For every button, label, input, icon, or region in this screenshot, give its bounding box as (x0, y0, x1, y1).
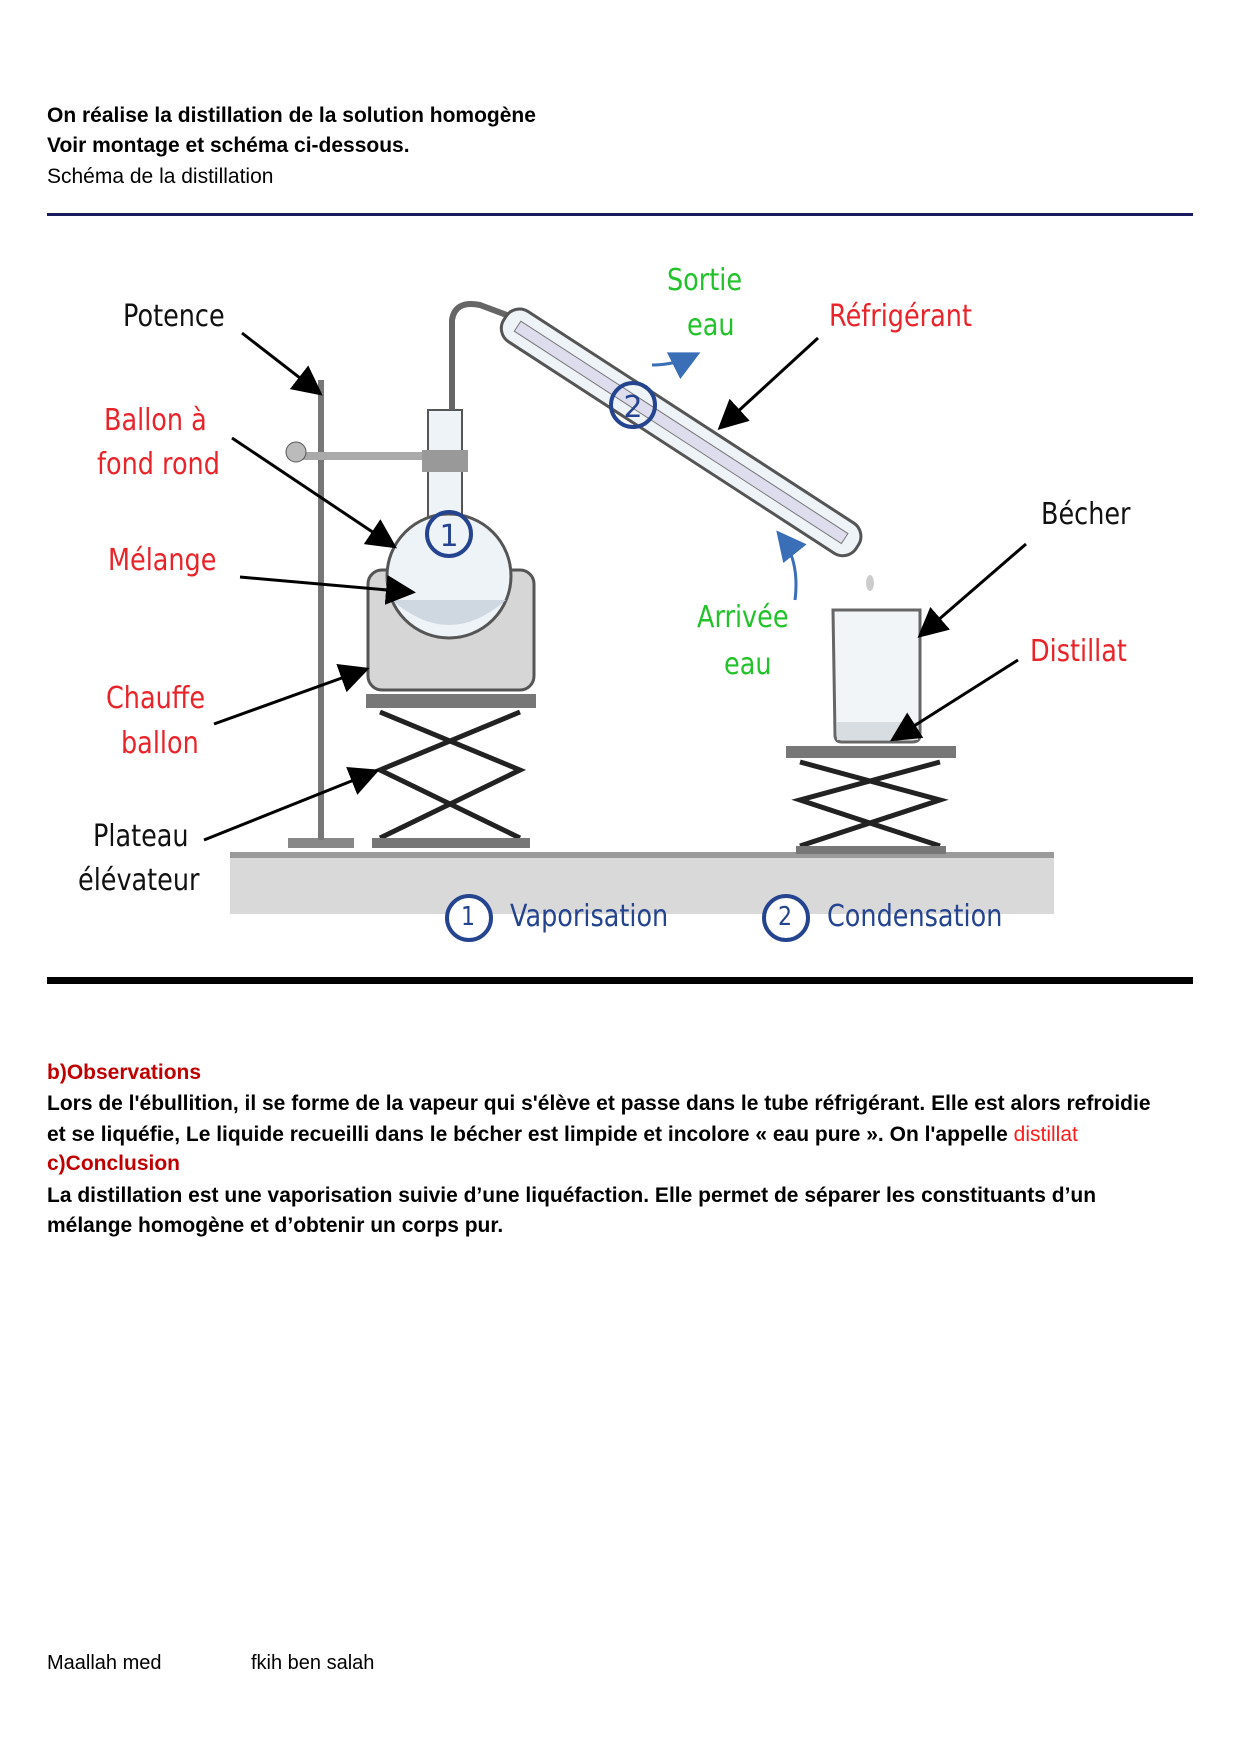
label-plateau-2: élévateur (78, 863, 200, 898)
label-plateau-1: Plateau (93, 819, 189, 854)
step-1-circle (445, 894, 493, 942)
step-2-circle (762, 894, 810, 942)
label-arrivee-2: eau (724, 647, 772, 682)
label-melange: Mélange (108, 543, 217, 578)
conclusion-line-2: mélange homogène et d’obtenir un corps p… (47, 1214, 504, 1237)
label-arrivee-1: Arrivée (697, 600, 789, 635)
step-2-number: 2 (778, 902, 793, 932)
observations-line-2: et se liquéfie, Le liquide recueilli dan… (47, 1123, 1078, 1147)
bench (230, 852, 1054, 914)
beaker-becher (831, 608, 922, 744)
label-ballon-1: Ballon à (104, 403, 207, 438)
intro-line-1: On réalise la distillation de la solutio… (47, 104, 536, 127)
conclusion-line-1: La distillation est une vaporisation sui… (47, 1184, 1097, 1207)
step-1-number: 1 (461, 902, 476, 932)
label-refrigerant: Réfrigérant (829, 299, 972, 334)
label-becher: Bécher (1041, 497, 1131, 532)
footer-author-1: Maallah med (47, 1652, 162, 1674)
label-chauffe-1: Chauffe (106, 681, 206, 716)
lab-jack-left (366, 694, 536, 848)
conclusion-title: c)Conclusion (47, 1152, 181, 1175)
top-divider (47, 213, 1193, 216)
lab-jack-right (786, 746, 956, 854)
label-ballon-2: fond rond (97, 447, 220, 482)
step-2-label: Condensation (827, 899, 1003, 934)
diagram-bottom-divider (47, 977, 1193, 984)
label-distillat: Distillat (1030, 634, 1127, 669)
svg-text:1: 1 (439, 519, 458, 554)
label-potence: Potence (123, 299, 225, 334)
label-chauffe-2: ballon (121, 726, 199, 761)
condenser-refrigerant (499, 307, 863, 558)
observations-line-1: Lors de l'ébullition, il se forme de la … (47, 1092, 1151, 1115)
distillat-highlight: distillat (1013, 1123, 1078, 1146)
label-sortie-1: Sortie (667, 263, 743, 298)
label-arrows (203, 331, 1027, 842)
observations-text: et se liquéfie, Le liquide recueilli dan… (47, 1123, 1014, 1146)
stand-potence (285, 380, 430, 848)
svg-text:2: 2 (623, 390, 642, 425)
distillation-diagram: 1 2 (203, 301, 1054, 942)
round-bottom-flask: 1 (385, 409, 513, 640)
label-sortie-2: eau (687, 308, 735, 343)
step-1-label: Vaporisation (510, 899, 669, 934)
observations-title: b)Observations (47, 1061, 202, 1084)
intro-line-2: Voir montage et schéma ci-dessous. (47, 134, 410, 157)
diagram-caption: Schéma de la distillation (47, 165, 274, 188)
footer-author-2: fkih ben salah (251, 1652, 375, 1674)
